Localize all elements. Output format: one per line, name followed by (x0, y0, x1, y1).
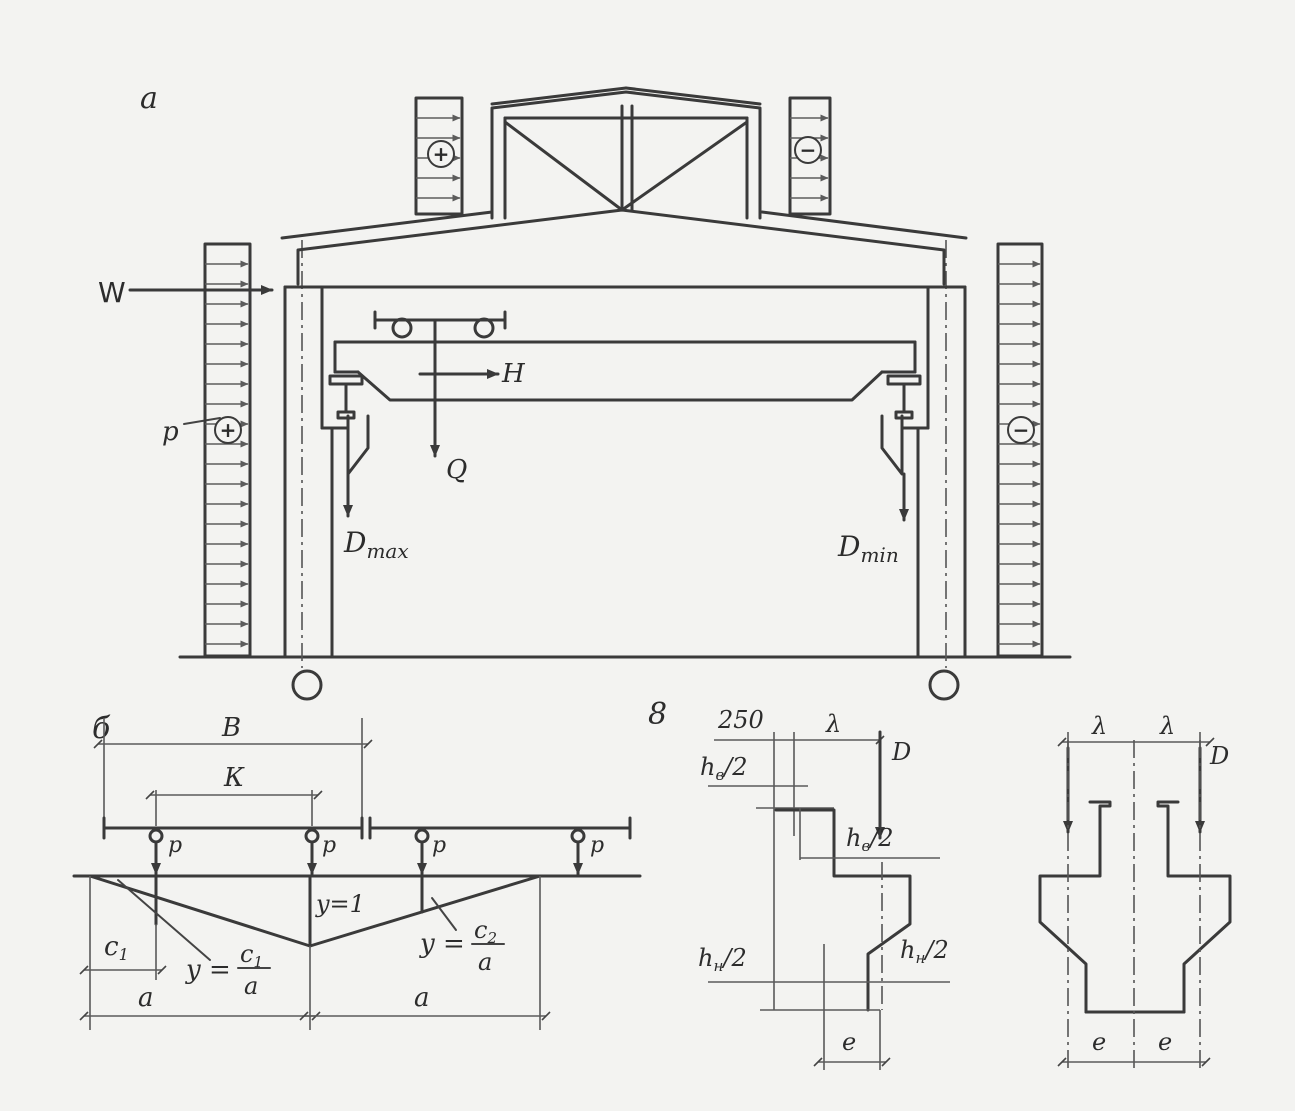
wind-block-outline (788, 96, 832, 216)
crane-load-label: Q (446, 455, 467, 485)
lambda-label-1: λ (825, 710, 841, 738)
wind-pressure-left (203, 242, 252, 658)
dim-a-right-label: a (414, 983, 430, 1013)
y-c1-denominator: a (244, 972, 258, 1000)
lambda-label-3: λ (1159, 712, 1175, 740)
svg-text:p: p (432, 833, 446, 858)
part-b-label: б (92, 711, 111, 746)
part-b-influence-line: б В К p p p (72, 711, 642, 1030)
svg-text:p: p (168, 833, 182, 858)
y-c1-numerator: c1 (240, 940, 263, 971)
minus-sign-wall: − (1007, 416, 1035, 444)
plus-sign-wall: + (214, 416, 242, 444)
dim-e-label-1: e (842, 1028, 856, 1056)
svg-text:−: − (800, 138, 817, 162)
wheel-load-1: p (148, 828, 182, 876)
dmax-label: Dmax (343, 526, 409, 563)
dim-e-label-3: e (1158, 1028, 1172, 1056)
hv2-label-lower: hв/2 (846, 824, 894, 855)
y-c2-formula-prefix: y = (419, 929, 465, 959)
part-a-label: а (140, 81, 158, 116)
roof-lantern (490, 86, 762, 220)
hn2-label-right: hн/2 (900, 936, 949, 967)
wheel-load-2: p (304, 828, 336, 876)
svg-text:+: + (433, 142, 450, 166)
left-support (291, 669, 323, 701)
wheel-load-3: p (414, 828, 446, 876)
column-step-outline-1 (774, 808, 912, 1012)
wheel-load-4: p (570, 828, 604, 876)
plus-sign-lantern: + (427, 140, 455, 168)
part-v-label: 8 (648, 697, 667, 732)
pressure-label: p (162, 417, 179, 447)
svg-text:+: + (220, 418, 237, 442)
force-d-label-1: D (891, 738, 911, 766)
roof-truss (280, 208, 968, 289)
hn2-label-left: hн/2 (698, 944, 747, 975)
y-c2-denominator: a (478, 948, 492, 976)
symmetric-outline-left (1038, 800, 1112, 1014)
pressure-leader (183, 417, 221, 425)
svg-text:−: − (1013, 418, 1030, 442)
dim-a-left-label: a (138, 983, 154, 1013)
wind-label: W (98, 276, 126, 309)
wind-block-outline (414, 96, 464, 216)
right-corbel (880, 414, 904, 476)
svg-text:p: p (322, 833, 336, 858)
y-c1-formula-prefix: y = (185, 955, 231, 985)
y-c2-numerator: c2 (474, 916, 497, 947)
wind-block-outline (996, 242, 1044, 658)
part-a-frame: а (98, 81, 1072, 701)
part-v-column-symmetric: λ λ D e e (1038, 712, 1232, 1072)
dmin-label: Dmin (837, 530, 899, 567)
crane-bridge (328, 310, 922, 420)
part-v-column-step: 8 250 λ D hв/2 hв/2 hн/2 hн/2 e (648, 697, 950, 1070)
horizontal-force-label: H (501, 359, 526, 389)
hv2-label-upper: hв/2 (700, 753, 748, 784)
dim-b-label: В (221, 713, 241, 743)
left-corbel (346, 414, 370, 476)
wind-block-outline (203, 242, 252, 658)
c1-label: c1 (104, 932, 129, 964)
svg-text:p: p (590, 833, 604, 858)
minus-sign-lantern: − (794, 136, 822, 164)
symmetric-outline-right (1156, 800, 1232, 1014)
dim-k-label: К (223, 763, 245, 793)
left-column (283, 240, 350, 668)
wind-suction-right (996, 242, 1044, 658)
right-column (900, 240, 967, 668)
lambda-label-2: λ (1091, 712, 1107, 740)
force-d-label-2: D (1209, 742, 1229, 770)
right-support (928, 669, 960, 701)
dim-e-label-2: e (1092, 1028, 1106, 1056)
y-one-label: y=1 (315, 890, 365, 918)
dim-250-label: 250 (717, 706, 764, 734)
